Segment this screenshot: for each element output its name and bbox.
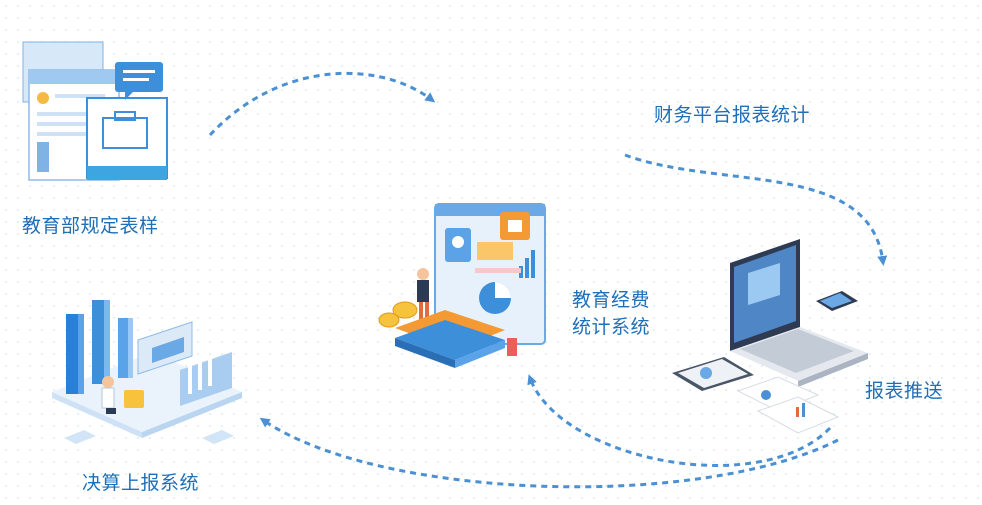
arrow-push-to-final bbox=[259, 417, 839, 489]
arrow-push-to-stats bbox=[527, 374, 832, 467]
push-label: 报表推送 bbox=[865, 380, 944, 402]
document-forms-illustration bbox=[22, 41, 168, 181]
server-upload-illustration bbox=[52, 300, 242, 444]
template-label: 教育部规定表样 bbox=[22, 215, 159, 237]
arrow-template-to-stats bbox=[208, 71, 436, 137]
stats-system-label-line1: 教育经费 bbox=[572, 289, 651, 311]
finance-label: 财务平台报表统计 bbox=[654, 104, 811, 126]
statistics-dashboard-illustration bbox=[378, 203, 546, 368]
final-system-label: 决算上报系统 bbox=[82, 472, 200, 494]
stats-system-label-line2: 统计系统 bbox=[572, 316, 651, 338]
laptop-reports-illustration bbox=[672, 239, 868, 434]
